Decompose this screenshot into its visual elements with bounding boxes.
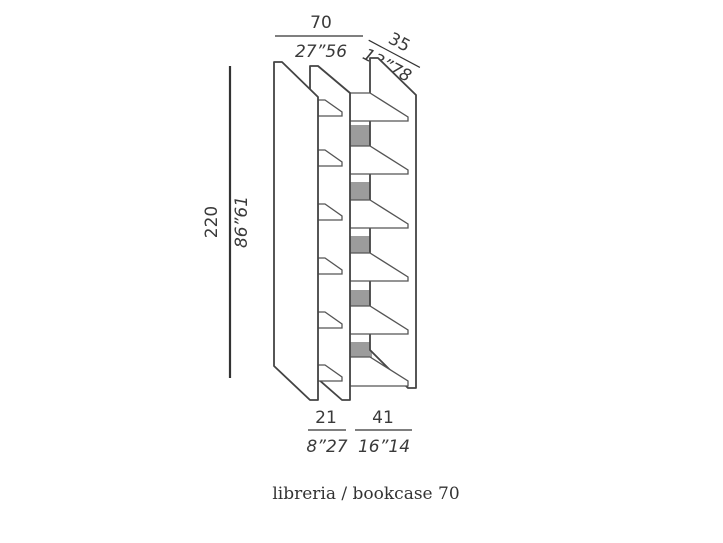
right-section-cm-label: 41 xyxy=(372,408,394,428)
right-section-in-label: 16”14 xyxy=(358,437,410,457)
height-in-label: 86”61 xyxy=(232,196,252,248)
bookcase-illustration xyxy=(273,57,417,401)
left-section-cm-label: 21 xyxy=(315,408,337,428)
depth-cm-label: 35 xyxy=(385,29,413,57)
height-cm-label: 220 xyxy=(202,206,222,238)
width-cm-label: 70 xyxy=(310,13,332,33)
width-in-label: 27”56 xyxy=(295,42,347,62)
left-side-panel xyxy=(273,61,319,401)
left-section-in-label: 8”27 xyxy=(306,437,347,457)
product-caption: libreria / bookcase 70 xyxy=(272,484,459,504)
depth-dimension-line xyxy=(368,39,421,68)
